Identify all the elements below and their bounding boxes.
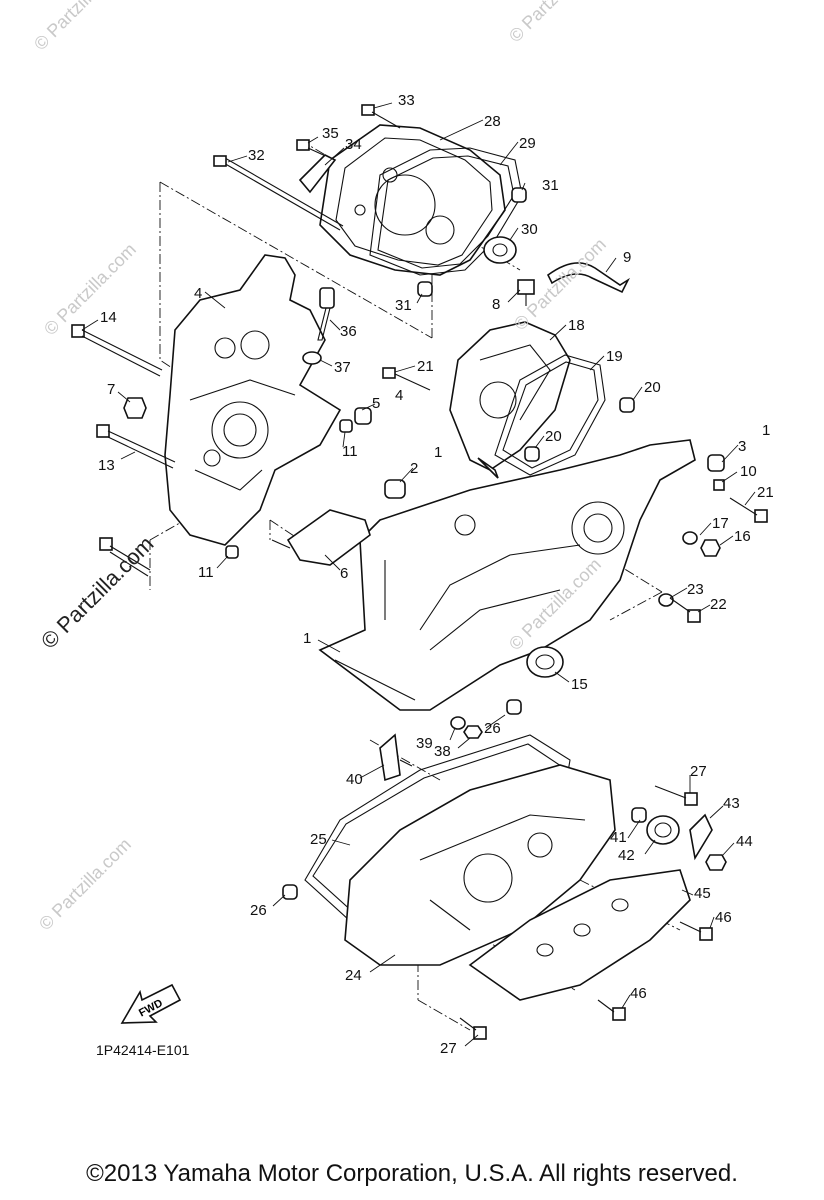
callout-label: 11: [198, 564, 214, 581]
callout-label: 31: [542, 177, 559, 194]
dowels-11: [225, 407, 372, 559]
oil-seal-15: [526, 646, 564, 678]
callout-label: 8: [492, 296, 500, 313]
callout-label: 35: [322, 125, 339, 142]
callout-label: 22: [710, 596, 727, 613]
leader-lines: [81, 102, 756, 1047]
callout-label: 43: [723, 795, 740, 812]
kick-axle-40: [379, 733, 413, 782]
callout-label: 42: [618, 847, 635, 864]
air-shroud-45: [468, 869, 691, 1001]
callout-label: 40: [346, 771, 363, 788]
callout-label: 21: [417, 358, 434, 375]
callout-label: 7: [107, 381, 115, 398]
callout-labels: 33 28 35 34 29 32 31 30 9 31 8 4 36 18 1…: [98, 92, 774, 1057]
callout-label: 18: [568, 317, 585, 334]
callout-label: 20: [545, 428, 562, 445]
gear-case-cover: [319, 124, 506, 276]
o-ring-37: [302, 351, 322, 365]
callout-label: 46: [715, 909, 732, 926]
lower-fasteners: [282, 699, 713, 1040]
callout-label: 23: [687, 581, 704, 598]
callout-label: 10: [740, 463, 757, 480]
callout-label: 37: [334, 359, 351, 376]
callout-label: 14: [100, 309, 117, 326]
callout-label: 44: [736, 833, 753, 850]
forward-arrow-icon: FWD: [120, 983, 182, 1024]
callout-label: 32: [248, 147, 265, 164]
callout-label: 29: [519, 135, 536, 152]
callout-label: 39: [416, 735, 433, 752]
callout-label: 16: [734, 528, 751, 545]
callout-label: 28: [484, 113, 501, 130]
callout-label: 46: [630, 985, 647, 1002]
callout-label: 9: [623, 249, 631, 266]
callout-label: 34: [345, 136, 362, 153]
callout-label: 31: [395, 297, 412, 314]
callout-label: 6: [340, 565, 348, 582]
callout-label: 27: [440, 1040, 457, 1057]
callout-label: 19: [606, 348, 623, 365]
crankcase-cover-24: [344, 764, 616, 966]
callout-label: 17: [712, 515, 729, 532]
oil-dipstick-36: [317, 287, 335, 341]
callout-label: 41: [610, 829, 627, 846]
callout-label: 45: [694, 885, 711, 902]
collars-2: [384, 479, 406, 499]
callout-label: 30: [521, 221, 538, 238]
callout-label: 27: [690, 763, 707, 780]
callout-label: 1: [434, 444, 442, 461]
callout-label: 38: [434, 743, 451, 760]
gasket-19: [494, 354, 606, 476]
callout-label: 11: [342, 443, 358, 460]
callout-label: 20: [644, 379, 661, 396]
callout-label: 4: [194, 285, 202, 302]
callout-label: 1: [762, 422, 770, 439]
reference-code: 1P42414-E101: [96, 1042, 190, 1058]
callout-label: 36: [340, 323, 357, 340]
callout-label: 15: [571, 676, 588, 693]
callout-label: 25: [310, 831, 327, 848]
callout-label: 1: [303, 630, 311, 647]
left-crankcase: [164, 254, 342, 546]
plate-6: [271, 509, 371, 566]
callout-label: 21: [757, 484, 774, 501]
callout-label: 33: [398, 92, 415, 109]
callout-label: 4: [395, 387, 403, 404]
callout-label: 26: [250, 902, 267, 919]
callout-label: 26: [484, 720, 501, 737]
right-crankcase: [318, 439, 768, 711]
callout-label: 2: [410, 460, 418, 477]
callout-label: 13: [98, 457, 115, 474]
dowels-20: [382, 367, 635, 462]
copyright-notice: ©2013 Yamaha Motor Corporation, U.S.A. A…: [86, 1160, 738, 1187]
crankcase-cover-18: [449, 321, 571, 479]
breather-hose: [517, 262, 630, 306]
long-bolts-left: [71, 324, 176, 577]
callout-label: 24: [345, 967, 362, 984]
dowel-pins-31: [417, 187, 527, 297]
callout-label: 3: [738, 438, 746, 455]
kick-spring-42-43: [631, 807, 727, 871]
gear-case-gasket: [369, 147, 523, 276]
callout-label: 5: [372, 395, 380, 412]
bearing-30: [483, 236, 517, 264]
